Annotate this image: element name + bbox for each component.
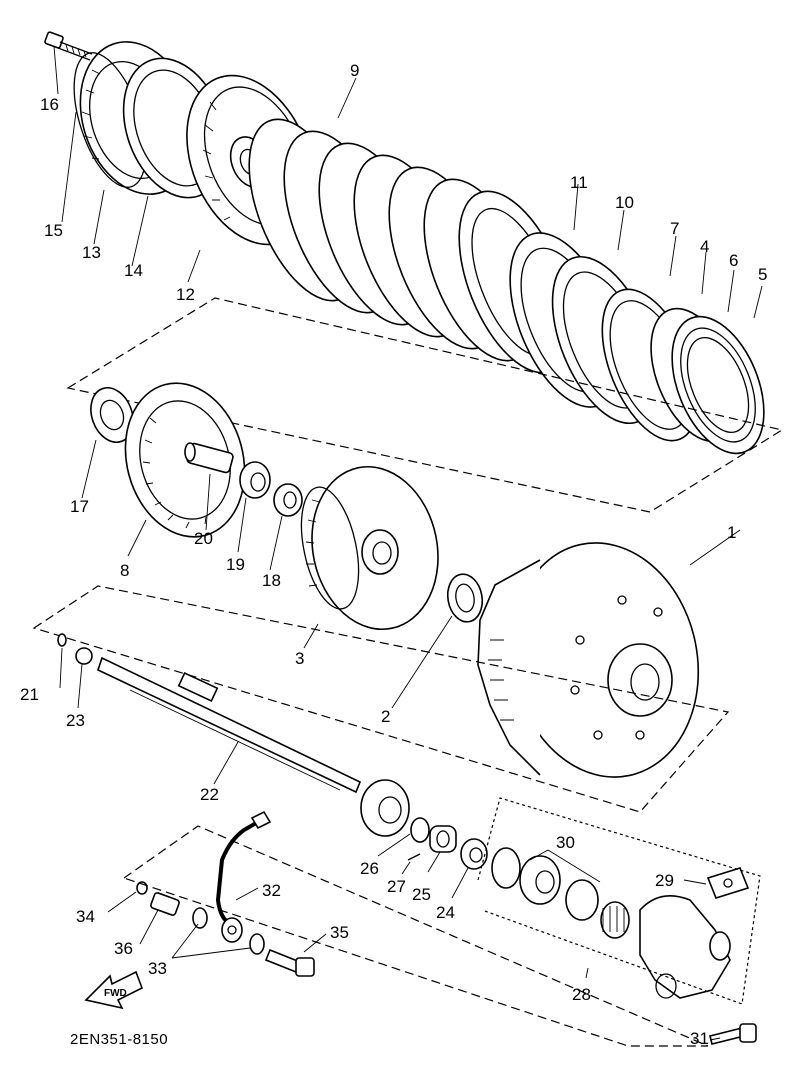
- part-31-bolt: [709, 1023, 757, 1045]
- shaft-end-bearing: [360, 779, 410, 837]
- part-3-primary-gear: [300, 465, 439, 631]
- label-25: 25: [412, 885, 431, 904]
- label-27: 27: [387, 877, 406, 896]
- label-15: 15: [44, 221, 63, 240]
- part-26-o-ring: [410, 817, 430, 843]
- fwd-label: FWD: [104, 988, 127, 999]
- label-18: 18: [262, 571, 281, 590]
- label-19: 19: [226, 555, 245, 574]
- part-2-thrust-washer: [446, 573, 484, 623]
- label-2: 2: [381, 707, 390, 726]
- label-7: 7: [670, 219, 679, 238]
- label-28: 28: [572, 985, 591, 1004]
- label-23: 23: [66, 711, 85, 730]
- part-21-circlip: [57, 633, 67, 647]
- label-12: 12: [176, 285, 195, 304]
- part-29-bracket: [706, 867, 750, 899]
- upper-clutch-assembly: [44, 31, 765, 455]
- leader-lines: [53, 45, 763, 1041]
- label-9: 9: [350, 61, 359, 80]
- part-18-washer: [273, 483, 303, 517]
- part-33-washers: [192, 907, 265, 955]
- label-32: 32: [262, 881, 281, 900]
- part-number-labels: 1 2 3 4 5 6 7 8 9 10 11 12 13 14 15 16 1…: [20, 61, 767, 1048]
- shaft-assembly: [57, 633, 410, 837]
- part-25-collar: [429, 825, 457, 853]
- label-30: 30: [556, 833, 575, 852]
- part-5-diaphragm-spring: [671, 315, 765, 455]
- upper-reference-box: [66, 297, 784, 513]
- label-14: 14: [124, 261, 143, 280]
- label-29: 29: [655, 871, 674, 890]
- part-30-release-set: [491, 847, 630, 939]
- part-17-bearing: [90, 387, 134, 443]
- label-35: 35: [330, 923, 349, 942]
- label-16: 16: [40, 95, 59, 114]
- part-20-pin-shaft: [184, 442, 234, 474]
- part-16-bolt: [44, 31, 93, 61]
- label-34: 34: [76, 907, 95, 926]
- middle-reference-box: [32, 585, 730, 813]
- part-32-oil-pipe: [215, 810, 272, 943]
- label-24: 24: [436, 903, 455, 922]
- label-22: 22: [200, 785, 219, 804]
- part-24-washer: [460, 838, 488, 870]
- label-26: 26: [360, 859, 379, 878]
- label-10: 10: [615, 193, 634, 212]
- label-33: 33: [148, 959, 167, 978]
- part-19-collar: [239, 461, 271, 499]
- part-22-push-rod: [97, 656, 362, 794]
- release-reference-box: [477, 797, 761, 1005]
- label-17: 17: [70, 497, 89, 516]
- part-1-clutch-housing: [477, 542, 700, 778]
- middle-assembly: [90, 382, 700, 778]
- part-8-gear-plate: [124, 382, 246, 538]
- label-31: 31: [690, 1029, 709, 1048]
- label-4: 4: [700, 237, 709, 256]
- part-27-pin: [407, 853, 421, 861]
- label-3: 3: [295, 649, 304, 668]
- part-28-release-housing: [639, 894, 731, 999]
- label-8: 8: [120, 561, 129, 580]
- label-1: 1: [727, 523, 736, 542]
- label-20: 20: [194, 529, 213, 548]
- label-6: 6: [729, 251, 738, 270]
- part-36-union-bolt: [150, 892, 180, 916]
- label-36: 36: [114, 939, 133, 958]
- drawing-code: 2EN351-8150: [70, 1031, 168, 1048]
- part-23-ball: [75, 647, 93, 665]
- label-13: 13: [82, 243, 101, 262]
- label-11: 11: [570, 173, 588, 192]
- part-35-bolt: [264, 948, 315, 977]
- lower-assembly: [122, 797, 761, 1047]
- fwd-arrow: FWD: [84, 970, 144, 1010]
- pipe-reference-box: [122, 825, 709, 1047]
- label-5: 5: [758, 265, 767, 284]
- label-21: 21: [20, 685, 39, 704]
